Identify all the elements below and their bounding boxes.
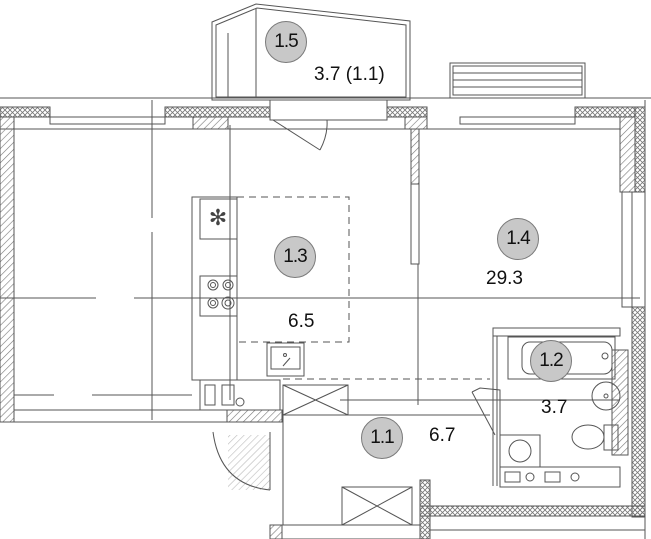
partition-wall [410,128,420,265]
room-area-bathroom: 3.7 [541,397,568,418]
right-wall [611,100,646,539]
room-label-bathroom: 1.2 [530,340,572,382]
grid-lines [0,100,640,420]
top-wall [0,97,651,130]
kitchen-zone [236,196,350,343]
room-label-balcony: 1.5 [265,21,307,63]
balcony-outline [211,3,411,101]
snowflake-icon: ✻ [209,205,227,230]
sink [266,342,305,377]
vent-shaft [282,384,413,526]
room-label-living-room: 1.4 [497,218,539,260]
toilet [571,424,605,450]
room-label-kitchen: 1.3 [274,236,316,278]
washbasin [591,381,621,411]
room-area-kitchen: 6.5 [288,311,315,332]
hallway-walls [212,409,490,525]
balcony-door [269,99,388,151]
room-area-balcony: 3.7 (1.1) [314,64,385,85]
left-wall [0,116,280,423]
stove [199,275,238,317]
bottom-wall [269,479,646,539]
fridge [199,198,238,240]
bathroom-walls [471,327,621,488]
room-label-hallway: 1.1 [361,417,403,459]
room-area-hallway: 6.7 [429,425,456,446]
ac-unit [449,62,586,99]
room-area-living-room: 29.3 [486,268,523,289]
